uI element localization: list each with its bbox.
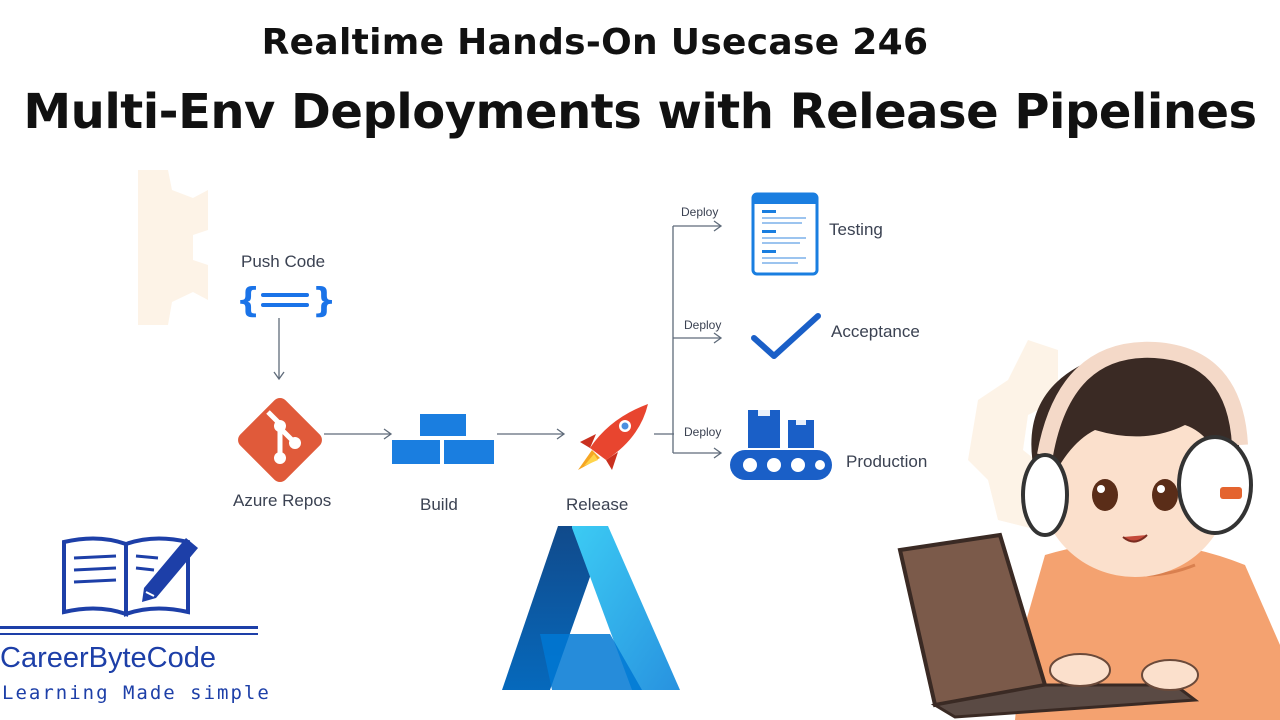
arrow-repos-build — [324, 428, 393, 440]
push-code-label: Push Code — [241, 252, 326, 271]
deploy-label-production: Deploy — [684, 425, 722, 439]
book-pen-logo-icon — [62, 536, 198, 617]
release-label: Release — [566, 495, 629, 514]
env-testing-label: Testing — [829, 220, 883, 239]
build-bricks-icon — [392, 414, 494, 464]
arrow-down — [273, 318, 285, 381]
azure-repos-label: Azure Repos — [233, 491, 332, 510]
arrow-release-branch — [654, 433, 674, 435]
logo-divider — [0, 626, 258, 635]
build-label: Build — [420, 495, 458, 514]
brand-name: CareerByteCode — [0, 642, 216, 674]
developer-character-illustration — [897, 341, 1280, 720]
arrow-build-release — [497, 428, 566, 440]
git-icon — [238, 398, 322, 482]
svg-text:}: } — [312, 281, 336, 320]
subtitle: Realtime Hands-On Usecase 246 — [261, 22, 929, 63]
env-acceptance-label: Acceptance — [831, 322, 920, 341]
gear-left-decoration — [138, 170, 208, 325]
env-production-label: Production — [846, 452, 928, 471]
branch-connector — [672, 220, 723, 459]
deploy-label-acceptance: Deploy — [684, 318, 722, 332]
test-document-icon — [751, 192, 819, 276]
code-braces-icon: { } — [236, 281, 336, 320]
azure-logo-icon — [502, 526, 680, 690]
svg-text:{: { — [236, 281, 260, 320]
page-title: Multi-Env Deployments with Release Pipel… — [23, 84, 1257, 140]
rocket-icon — [578, 404, 648, 470]
conveyor-icon — [730, 410, 832, 480]
deploy-label-testing: Deploy — [681, 205, 719, 219]
brand-tagline: Learning Made simple — [2, 682, 271, 704]
checkmark-icon — [751, 313, 821, 359]
